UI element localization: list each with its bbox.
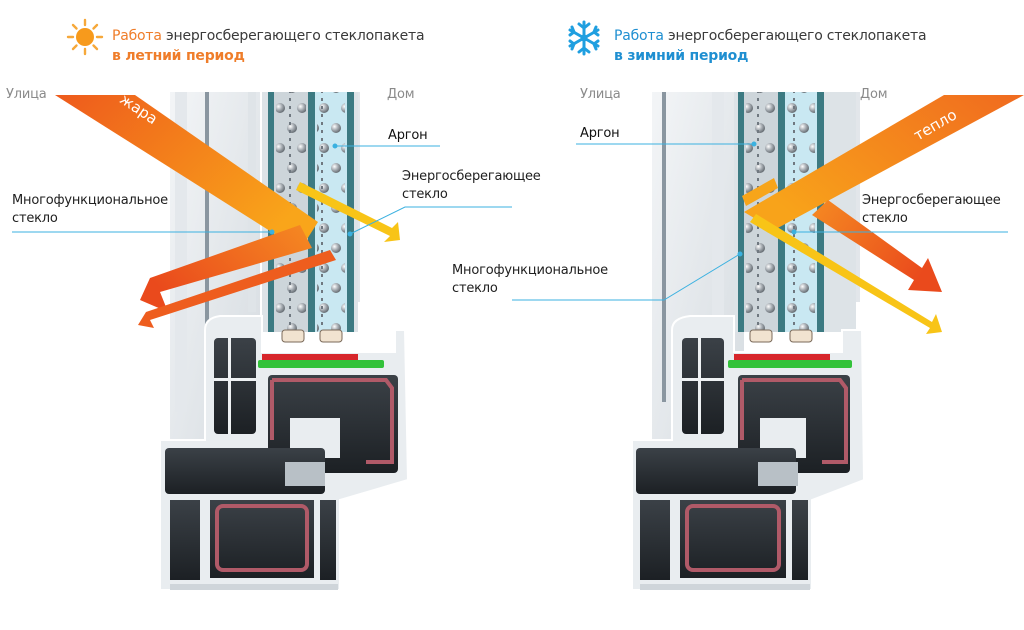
- winter-window-diagram: [512, 92, 1024, 591]
- internal-reflection: [742, 178, 778, 206]
- winter-energy-glass-label-line2: стекло: [862, 211, 908, 226]
- summer-energy-glass-label-line1: Энергосберегающее: [402, 169, 541, 184]
- winter-leader-lines: [512, 141, 1008, 301]
- summer-title-rest: энергосберегающего стеклопакета: [161, 28, 425, 44]
- winter-multi-glass-label-line1: Многофункциональное: [452, 263, 608, 278]
- winter-title-period: в зимний период: [614, 48, 749, 64]
- winter-inside-label: Дом: [860, 87, 888, 102]
- reflected-beam: [812, 200, 942, 292]
- warmth-beam: [744, 95, 1024, 230]
- winter-multi-glass-label-line2: стекло: [452, 281, 498, 296]
- snowflake-icon: [566, 20, 602, 60]
- sun-icon: [66, 18, 104, 60]
- winter-title-highlight: Работа: [614, 28, 664, 44]
- transmitted-beam: [296, 182, 400, 242]
- winter-title: Работа энергосберегающего стеклопакета в…: [614, 26, 927, 66]
- summer-energy-glass-label-line2: стекло: [402, 187, 448, 202]
- winter-argon-label: Аргон: [580, 126, 620, 141]
- reflected-beam-upper: [140, 225, 312, 312]
- reflected-beam-lower: [138, 250, 336, 328]
- winter-outside-label: Улица: [580, 87, 621, 102]
- summer-title: Работа энергосберегающего стеклопакета в…: [112, 26, 425, 66]
- summer-inside-label: Дом: [387, 87, 415, 102]
- summer-outside-label: Улица: [6, 87, 47, 102]
- summer-leader-lines: [12, 143, 512, 237]
- summer-multi-glass-label-line2: стекло: [12, 211, 58, 226]
- transmitted-beam: [750, 214, 942, 334]
- summer-panel: Работа энергосберегающего стеклопакета в…: [6, 18, 541, 591]
- summer-window-diagram: [12, 92, 512, 591]
- summer-title-highlight: Работа: [112, 28, 162, 44]
- summer-title-period: в летний период: [112, 48, 245, 64]
- summer-multi-glass-label-line1: Многофункциональное: [12, 193, 168, 208]
- frame-profile: [159, 315, 410, 591]
- winter-panel: Работа энергосберегающего стеклопакета в…: [452, 0, 1024, 630]
- winter-energy-glass-label-line1: Энергосберегающее: [862, 193, 1001, 208]
- heat-beam: [55, 95, 318, 250]
- summer-argon-label: Аргон: [388, 128, 428, 143]
- frame-profile: [631, 315, 866, 591]
- winter-title-rest: энергосберегающего стеклопакета: [663, 28, 927, 44]
